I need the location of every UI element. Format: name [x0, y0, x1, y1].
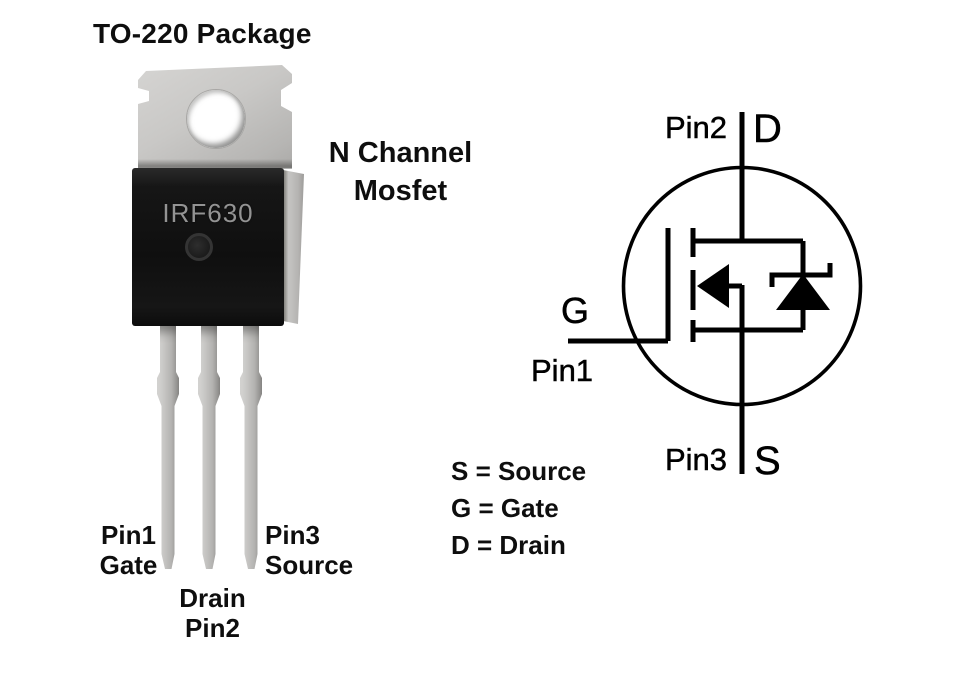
schematic-drain-letter: D	[753, 107, 782, 151]
legend-gate: G = Gate	[451, 493, 559, 523]
mounting-hole	[186, 89, 246, 149]
lead-drain	[198, 326, 220, 569]
device-type-line2: Mosfet	[353, 175, 448, 207]
device-type-line1: N Channel	[328, 137, 473, 169]
pin-label-gate-name: Gate	[99, 550, 158, 580]
schematic-source-pin-label: Pin3	[665, 442, 727, 477]
mosfet-symbol: Pin2 D G Pin1 Pin3 S	[531, 107, 863, 483]
page-title: TO-220 Package	[93, 18, 312, 49]
pin-label-drain-pin: Pin2	[185, 613, 240, 643]
schematic-source-letter: S	[754, 439, 781, 483]
schematic-gate-letter: G	[561, 290, 589, 331]
part-number-text: IRF630	[162, 198, 254, 228]
tab-body-seam	[138, 159, 292, 169]
schematic-drain-pin-label: Pin2	[665, 110, 727, 145]
pin-label-source: Pin3 Source	[265, 520, 395, 580]
manufacturer-logo-stamp	[185, 233, 213, 261]
pin-label-drain-name: Drain	[179, 583, 246, 613]
lead-gate	[157, 326, 179, 569]
pin-label-gate-pin: Pin1	[101, 520, 156, 550]
schematic-gate-pin-label: Pin1	[531, 353, 593, 388]
pin-label-gate: Pin1 Gate	[80, 520, 177, 580]
device-type-caption: N Channel Mosfet	[298, 134, 503, 210]
lead-source	[240, 326, 262, 569]
pin-label-source-pin: Pin3	[265, 520, 320, 550]
pin-label-drain: Drain Pin2	[164, 583, 261, 643]
terminal-legend: S = Source G = Gate D = Drain	[451, 453, 586, 564]
body-diode-triangle	[776, 274, 830, 310]
channel-arrow	[697, 264, 729, 308]
legend-source: S = Source	[451, 456, 587, 486]
legend-drain: D = Drain	[451, 530, 566, 560]
pin-label-source-name: Source	[265, 550, 354, 580]
plastic-body: IRF630	[132, 168, 284, 326]
package-side-edge	[283, 170, 304, 324]
